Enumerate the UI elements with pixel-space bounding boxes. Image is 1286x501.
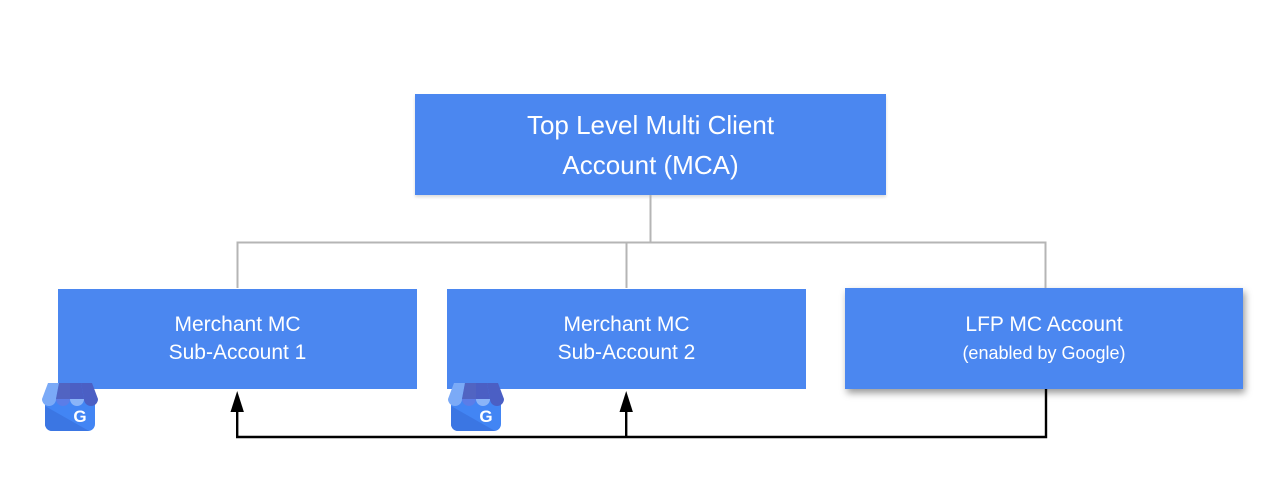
node-label-line: LFP MC Account	[965, 312, 1123, 336]
google-my-business-icon: G	[448, 383, 504, 431]
lfp-feed-lines	[236, 389, 1048, 439]
arrow-head-to-sub-account-2	[619, 391, 633, 412]
gmb-g-letter: G	[479, 407, 492, 426]
node-label-line: Merchant MC	[563, 313, 690, 336]
node-label-line: Merchant MC	[174, 313, 301, 336]
node-label-line: Sub-Account 2	[557, 341, 696, 364]
node-label-line: (enabled by Google)	[962, 342, 1126, 363]
node-label-line: Account (MCA)	[562, 149, 739, 180]
node-label-line: Sub-Account 1	[168, 341, 307, 364]
tree-connector-lines	[236, 195, 1047, 288]
google-my-business-icon: G	[42, 383, 98, 431]
gmb-g-letter: G	[73, 407, 86, 426]
node-merchant-sub-account-2: Merchant MC Sub-Account 2	[447, 289, 806, 389]
arrow-head-to-sub-account-1	[230, 391, 244, 412]
node-top-level-mca: Top Level Multi Client Account (MCA)	[415, 94, 886, 195]
node-label-line: Top Level Multi Client	[526, 109, 775, 140]
node-lfp-mc-account: LFP MC Account (enabled by Google)	[845, 288, 1243, 389]
node-merchant-sub-account-1: Merchant MC Sub-Account 1	[58, 289, 417, 389]
